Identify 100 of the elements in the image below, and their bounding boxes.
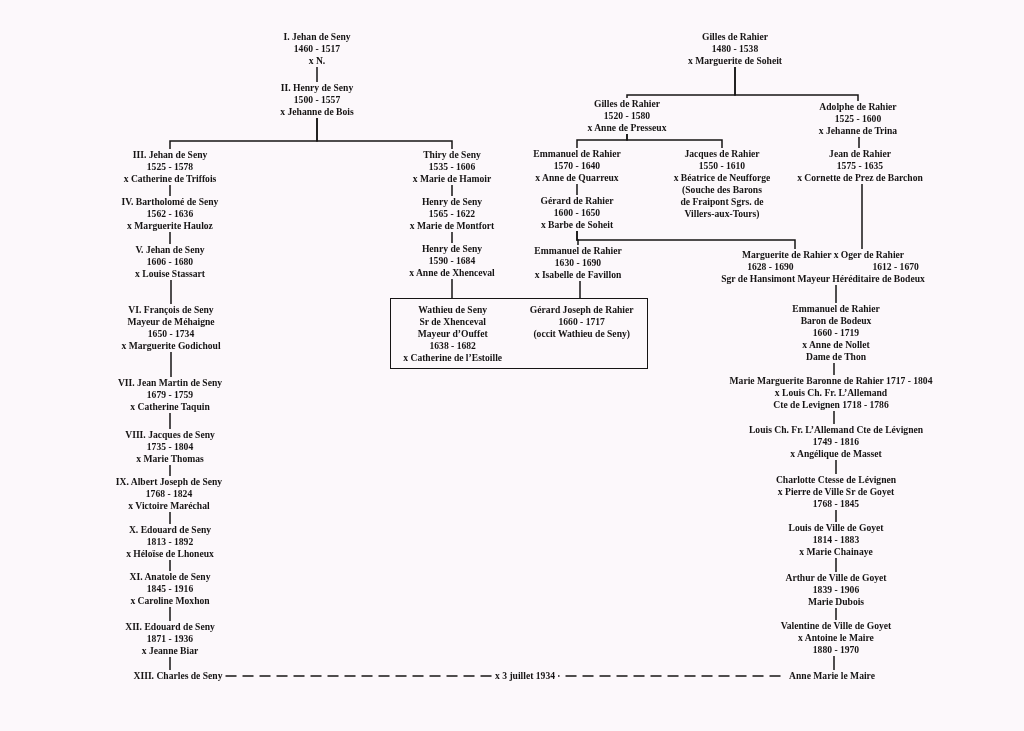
entry-detail: 1735 - 1804 (146, 441, 194, 453)
person-name: Henry de Seny (421, 243, 483, 255)
entry-detail: x Jehanne de Bois (280, 106, 354, 118)
entry-detail: 1570 - 1640 (553, 160, 601, 172)
entry-detail: 1535 - 1606 (428, 161, 476, 173)
entry-detail: 1600 - 1650 (553, 207, 601, 219)
person-name: VII. Jean Martin de Seny (117, 377, 223, 389)
descent-line (316, 66, 318, 83)
person-name: Emmanuel de Rahier (534, 245, 622, 257)
descent-line (169, 231, 171, 245)
entry-detail: x Marguerite de Soheit (687, 55, 783, 67)
person-name: Gilles de Rahier (701, 31, 769, 43)
descent-line (170, 351, 172, 378)
entry-detail: Baron de Bodeux (800, 315, 872, 327)
entry-detail: x Marguerite Hauloz (127, 220, 213, 232)
entry-detail: 1839 - 1906 (812, 584, 860, 596)
entry-detail: 1845 - 1916 (146, 583, 194, 595)
grouping-frame (390, 298, 648, 369)
entry-detail: 1630 - 1690 (554, 257, 602, 269)
person-name: XII. Edouard de Seny (125, 621, 215, 633)
person-name: Emmanuel de Rahier (533, 148, 621, 160)
entry-detail: x Antoine le Maire (798, 632, 874, 644)
entry-detail: x Béatrice de Neufforge (673, 172, 771, 184)
entry-detail: 1612 - 1670 (872, 261, 919, 273)
entry-detail: x Jeanne Biar (141, 645, 199, 657)
entry-detail: x Marie de Montfort (409, 220, 495, 232)
edge-label: x 3 juillet 1934 (492, 670, 558, 682)
person-name: Gérard Joseph de Rahier (529, 303, 634, 316)
entry-detail: Marie Dubois (807, 596, 865, 608)
entry-detail: 1480 - 1538 (711, 43, 759, 55)
entry-detail: Dame de Thon (805, 351, 866, 363)
entry-detail: x Anne de Nollet (802, 339, 870, 351)
entry-detail: 1638 - 1682 (429, 339, 476, 352)
descent-line (626, 133, 723, 149)
entry-detail: x Catherine de Triffois (123, 173, 217, 185)
descent-line (835, 459, 837, 475)
entry-detail: 1500 - 1557 (293, 94, 341, 106)
entry-detail: x Isabelle de Favillon (534, 269, 622, 281)
person-name: Marie Marguerite Baronne de Rahier 1717 - 1804 (729, 375, 933, 387)
descent-line (579, 280, 581, 300)
entry-detail: 1768 - 1824 (145, 488, 193, 500)
person-name: Henry de Seny (421, 196, 483, 208)
descent-line (576, 183, 578, 196)
entry-detail: Cte de Levignen 1718 - 1786 (773, 399, 889, 411)
descent-line (858, 136, 860, 149)
descent-line (861, 183, 863, 250)
person-name: IX. Albert Joseph de Seny (115, 476, 223, 488)
entry-detail: 1650 - 1734 (147, 328, 195, 340)
descent-line (451, 184, 453, 197)
entry-detail: x Marguerite Godichoul (121, 340, 221, 352)
person-name: Jean de Rahier (829, 148, 891, 160)
entry-detail: 1660 - 1719 (812, 327, 860, 339)
person-name: III. Jehan de Seny (132, 149, 208, 161)
entry-detail: x Anne de Quarreux (535, 172, 619, 184)
descent-line (169, 184, 171, 197)
person-name: XI. Anatole de Seny (129, 571, 211, 583)
entry-detail: 1460 - 1517 (293, 43, 341, 55)
descent-line (835, 607, 837, 621)
entry-detail: 1871 - 1936 (146, 633, 194, 645)
descent-line (833, 410, 835, 425)
descent-line (451, 231, 453, 244)
person-name: Adolphe de Rahier (819, 101, 897, 113)
entry-detail: x Marie de Hamoir (412, 173, 492, 185)
person-name: Louis de Ville de Goyet (788, 522, 884, 534)
entry-detail: 1749 - 1816 (812, 436, 860, 448)
entry-detail: x Catherine Taquin (130, 401, 210, 413)
descent-line (169, 559, 171, 572)
person-name: V. Jehan de Seny (135, 244, 205, 256)
descent-line (170, 279, 172, 305)
entry-detail: 1525 - 1578 (146, 161, 194, 173)
entry-detail: x Jehanne de Trina (818, 125, 898, 137)
entry-detail: (occit Wathieu de Seny) (533, 327, 630, 340)
entry-detail: Sr de Xhenceval (419, 315, 486, 328)
entry-detail: x Marie Chainaye (799, 546, 873, 558)
person-name: Jacques de Rahier (684, 148, 760, 160)
descent-line (835, 557, 837, 573)
entry-detail: x Caroline Moxhon (130, 595, 210, 607)
person-name: Marguerite de Rahier x Oger de Rahier (741, 249, 905, 261)
entry-detail: 1520 - 1580 (603, 110, 651, 122)
entry-detail: 1550 - 1610 (698, 160, 746, 172)
entry-detail: Sgr de Hansimont Mayeur Héréditaire de Bodeux (721, 273, 925, 285)
person-name: Emmanuel de Rahier (792, 303, 880, 315)
person-name: Louis Ch. Fr. L’Allemand Cte de Lévignen (748, 424, 924, 436)
entry-detail: 1880 - 1970 (812, 644, 860, 656)
entry-detail: x Pierre de Ville Sr de Goyet (777, 486, 895, 498)
descent-line (316, 117, 453, 150)
descent-line (835, 509, 837, 523)
entry-detail: Mayeur d’Ouffet (417, 327, 488, 340)
entry-detail: 1814 - 1883 (812, 534, 860, 546)
entry-detail: 1660 - 1717 (558, 315, 605, 328)
person-name: Gérard de Rahier (540, 195, 614, 207)
entry-detail: 1525 - 1600 (834, 113, 882, 125)
entry-detail: x N. (308, 55, 326, 67)
entry-detail: 1590 - 1684 (428, 255, 476, 267)
descent-line (169, 606, 171, 622)
entry-detail: x Cornette de Prez de Barchon (797, 172, 923, 184)
person-name: VI. François de Seny (128, 304, 214, 316)
entry-detail: 1606 - 1680 (146, 256, 194, 268)
entry-detail: x Louise Stassart (135, 268, 205, 280)
descent-line (833, 362, 835, 376)
